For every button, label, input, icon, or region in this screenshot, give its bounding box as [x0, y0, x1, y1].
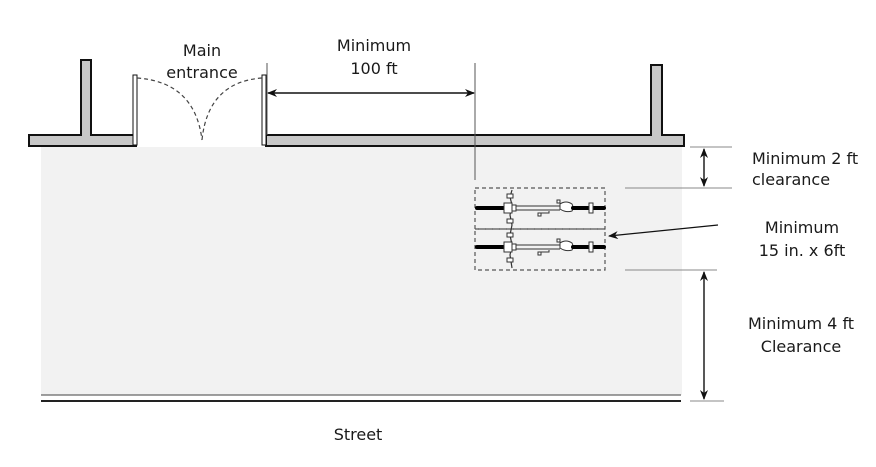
rack-space-2 — [474, 228, 606, 271]
rack-size-pointer — [608, 224, 719, 240]
rack-size-label-line2: 15 in. x 6ft — [758, 241, 846, 260]
door-leaf-right — [261, 74, 267, 146]
clearance-bottom-label-line1: Minimum 4 ft — [747, 314, 855, 333]
sidewalk — [41, 147, 682, 395]
street-label: Street — [333, 425, 383, 444]
distance-label-line1: Minimum — [336, 36, 412, 55]
bike-rack-icons — [475, 189, 606, 269]
entrance-label-line1: Main — [182, 41, 222, 60]
door-leaf-left — [132, 74, 138, 146]
clearance-top-label-line1: Minimum 2 ft — [752, 149, 859, 168]
entrance-label-line2: entrance — [166, 63, 238, 82]
clearance-bottom-label-line2: Clearance — [760, 337, 842, 356]
rack-size-label-line1: Minimum — [764, 218, 840, 237]
door-swing-left — [136, 77, 203, 141]
building-wall-right — [265, 64, 685, 147]
distance-label-line2: 100 ft — [350, 59, 398, 78]
bike-rack-1 — [475, 193, 606, 224]
building-wall-left — [28, 59, 137, 147]
door-swing-right — [201, 77, 263, 141]
clearance-top-label-line2: clearance — [752, 170, 831, 189]
bike-rack-2 — [475, 232, 606, 263]
